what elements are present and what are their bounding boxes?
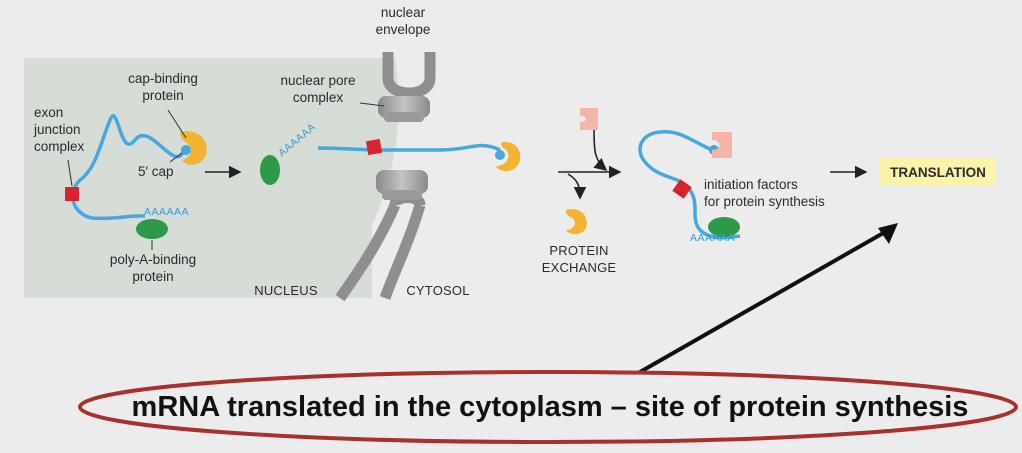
caption-arrowhead [878,223,898,244]
five-prime-cap [181,145,191,155]
five-prime-cap-2 [495,150,505,160]
mrna-strand-3 [638,130,741,240]
caption-oval [78,370,1018,444]
caption-arrow [639,226,893,374]
leader-cap-binding [167,109,187,139]
label-initiation-factors: initiation factors for protein synthesis [704,177,825,209]
mrna-strand-2 [317,143,501,152]
label-nucleus: NUCLEUS [254,283,318,298]
exon-junction-complex [65,187,79,201]
protein-exchange-in-arrow [593,127,608,172]
leader-ejc [67,159,73,187]
initiation-factor [712,132,732,158]
exon-junction-complex-2 [365,138,383,156]
label-poly-a-binding-protein: poly-A-binding protein [109,252,197,284]
cap-binding-protein-outgoing [566,209,587,235]
cap-binding-protein-2 [496,141,521,172]
label-protein-exchange: PROTEIN EXCHANGE [541,243,617,275]
poly-a-binding-protein-2 [260,155,280,185]
label-nuclear-envelope: nuclear envelope [375,5,431,37]
label-cap-binding-protein: cap-binding protein [128,71,198,103]
protein-exchange-out-arrow [567,173,587,200]
nucleus-region-right [325,58,399,298]
caption: mRNA translated in the cytoplasm – site … [131,390,969,423]
poly-a-tail-1: AAAAAA [144,206,190,218]
exon-junction-complex-3 [672,179,692,199]
translation-box: TRANSLATION [880,158,996,186]
nuclear-envelope-bottom [335,202,401,302]
label-5-cap: 5′ cap [138,164,174,179]
nuclear-pore-complex-bottom [376,170,428,200]
poly-a-tail-3: AAAAAA [690,232,736,244]
cap-binding-protein [180,131,207,165]
leader-5-cap [169,152,183,163]
label-exon-junction-complex: exon junction complex [34,105,85,154]
label-nuclear-pore-complex: nuclear pore complex [280,73,356,105]
leader-npc [359,102,385,107]
poly-a-binding-protein [136,219,168,239]
poly-a-binding-protein-3 [708,217,740,237]
label-cytosol: CYTOSOL [406,283,470,298]
mrna-strand-1 [70,114,186,221]
initiation-factor-incoming [580,108,598,130]
nuclear-pore-complex-top [378,96,430,122]
nuclear-envelope-top [382,52,436,99]
nuclear-envelope-bottom-2 [379,203,426,300]
